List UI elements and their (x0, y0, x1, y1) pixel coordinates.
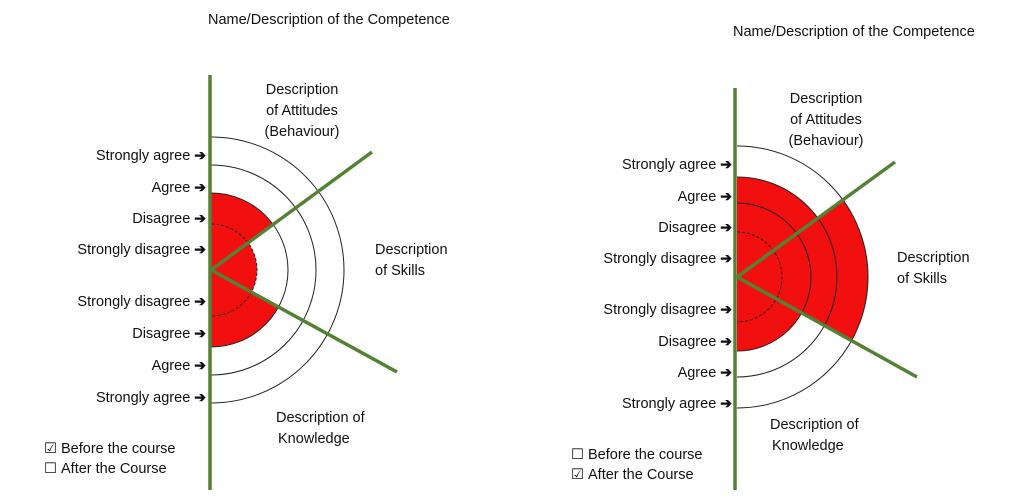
scale-label: Agree (152, 178, 206, 197)
scale-label-text: Disagree (658, 334, 717, 350)
right-attitudes-label: Description of Attitudes (Behaviour) (789, 89, 864, 152)
label-line: (Behaviour) (788, 133, 864, 149)
label-line: Description (789, 91, 863, 107)
right-skills-label: Description of Skills (897, 248, 970, 290)
legend-before-checkbox[interactable]: Before the course (571, 445, 702, 465)
level-ring (210, 164, 317, 376)
scale-label-text: Strongly disagree (77, 294, 191, 310)
scale-label-text: Strongly agree (621, 157, 717, 173)
attitudes-skills-divider (735, 160, 897, 279)
left-knowledge-label: Description of Knowledge (276, 408, 365, 450)
level-ring (736, 202, 812, 352)
arrow-right-icon (716, 220, 732, 236)
label-line: Description (375, 242, 448, 258)
scale-label: Disagree (658, 218, 732, 237)
scale-label-text: Disagree (132, 211, 191, 227)
arrow-right-icon (716, 334, 732, 350)
label-line: Description of (276, 410, 365, 426)
right-title: Name/Description of the Competence (733, 24, 975, 40)
arrow-right-icon (716, 365, 732, 381)
scale-label-text: Disagree (658, 220, 717, 236)
skills-knowledge-divider (210, 268, 398, 374)
arrow-right-icon (716, 189, 732, 205)
scale-label-text: Strongly agree (95, 390, 191, 406)
label-line: of Skills (897, 271, 947, 287)
level-ring (210, 223, 258, 317)
arrow-right-icon (190, 242, 206, 258)
legend-after-checkbox[interactable]: After the Course (44, 459, 167, 479)
attitudes-skills-divider (209, 150, 374, 272)
level-ring (736, 231, 783, 323)
scale-label: Disagree (658, 332, 732, 351)
arrow-right-icon (716, 251, 732, 267)
left-title: Name/Description of the Competence (208, 12, 450, 28)
level-ring (210, 192, 289, 348)
level-ring (736, 145, 869, 409)
label-line: Knowledge (278, 431, 350, 447)
scale-label: Strongly disagree (603, 300, 732, 319)
label-line: Description (897, 250, 970, 266)
legend-before-checkbox[interactable]: Before the course (44, 439, 175, 459)
arrow-right-icon (190, 326, 206, 342)
arrow-right-icon (190, 180, 206, 196)
scale-label: Agree (678, 187, 732, 206)
scale-label: Disagree (132, 209, 206, 228)
arrow-right-icon (190, 390, 206, 406)
label-line: of Attitudes (790, 112, 862, 128)
scale-label: Strongly agree (96, 388, 206, 407)
legend-after-checkbox[interactable]: After the Course (571, 465, 694, 485)
scale-label-text: Agree (677, 365, 717, 381)
scale-label-text: Strongly disagree (603, 251, 717, 267)
arrow-right-icon (716, 157, 732, 173)
label-line: (Behaviour) (264, 124, 340, 140)
attitudes-rating-sector (737, 177, 818, 277)
level-ring (210, 136, 345, 404)
scale-label-text: Strongly disagree (77, 242, 191, 258)
scale-label: Strongly agree (622, 155, 732, 174)
scale-label: Strongly agree (96, 146, 206, 165)
arrow-right-icon (190, 358, 206, 374)
arrow-right-icon (190, 148, 206, 164)
label-line: Knowledge (772, 438, 844, 454)
label-line: of Skills (375, 263, 425, 279)
scale-label-text: Disagree (132, 326, 191, 342)
scale-label: Strongly disagree (77, 292, 206, 311)
skills-knowledge-divider (736, 275, 918, 379)
arrow-right-icon (716, 302, 732, 318)
scale-label-text: Strongly agree (95, 148, 191, 164)
scale-label: Disagree (132, 324, 206, 343)
skills-rating-sector (211, 242, 257, 293)
arrow-right-icon (716, 396, 732, 412)
scale-label: Agree (678, 363, 732, 382)
skills-rating-sector (737, 200, 868, 341)
scale-label-text: Strongly disagree (603, 302, 717, 318)
right-knowledge-label: Description of Knowledge (770, 415, 859, 457)
left-attitudes-label: Description of Attitudes (Behaviour) (265, 80, 340, 143)
label-line: of Attitudes (266, 103, 338, 119)
scale-label-text: Strongly agree (621, 396, 717, 412)
label-line: Description (265, 82, 339, 98)
scale-label: Strongly agree (622, 394, 732, 413)
scale-label-text: Agree (151, 358, 191, 374)
label-line: Description of (770, 417, 859, 433)
scale-label: Strongly disagree (603, 249, 732, 268)
scale-label: Strongly disagree (77, 240, 206, 259)
arrow-right-icon (190, 294, 206, 310)
scale-label-text: Agree (677, 189, 717, 205)
arrow-right-icon (190, 211, 206, 227)
left-skills-label: Description of Skills (375, 240, 448, 282)
level-ring (736, 176, 838, 378)
attitudes-rating-sector (211, 193, 274, 270)
scale-label-text: Agree (151, 180, 191, 196)
scale-label: Agree (152, 356, 206, 375)
